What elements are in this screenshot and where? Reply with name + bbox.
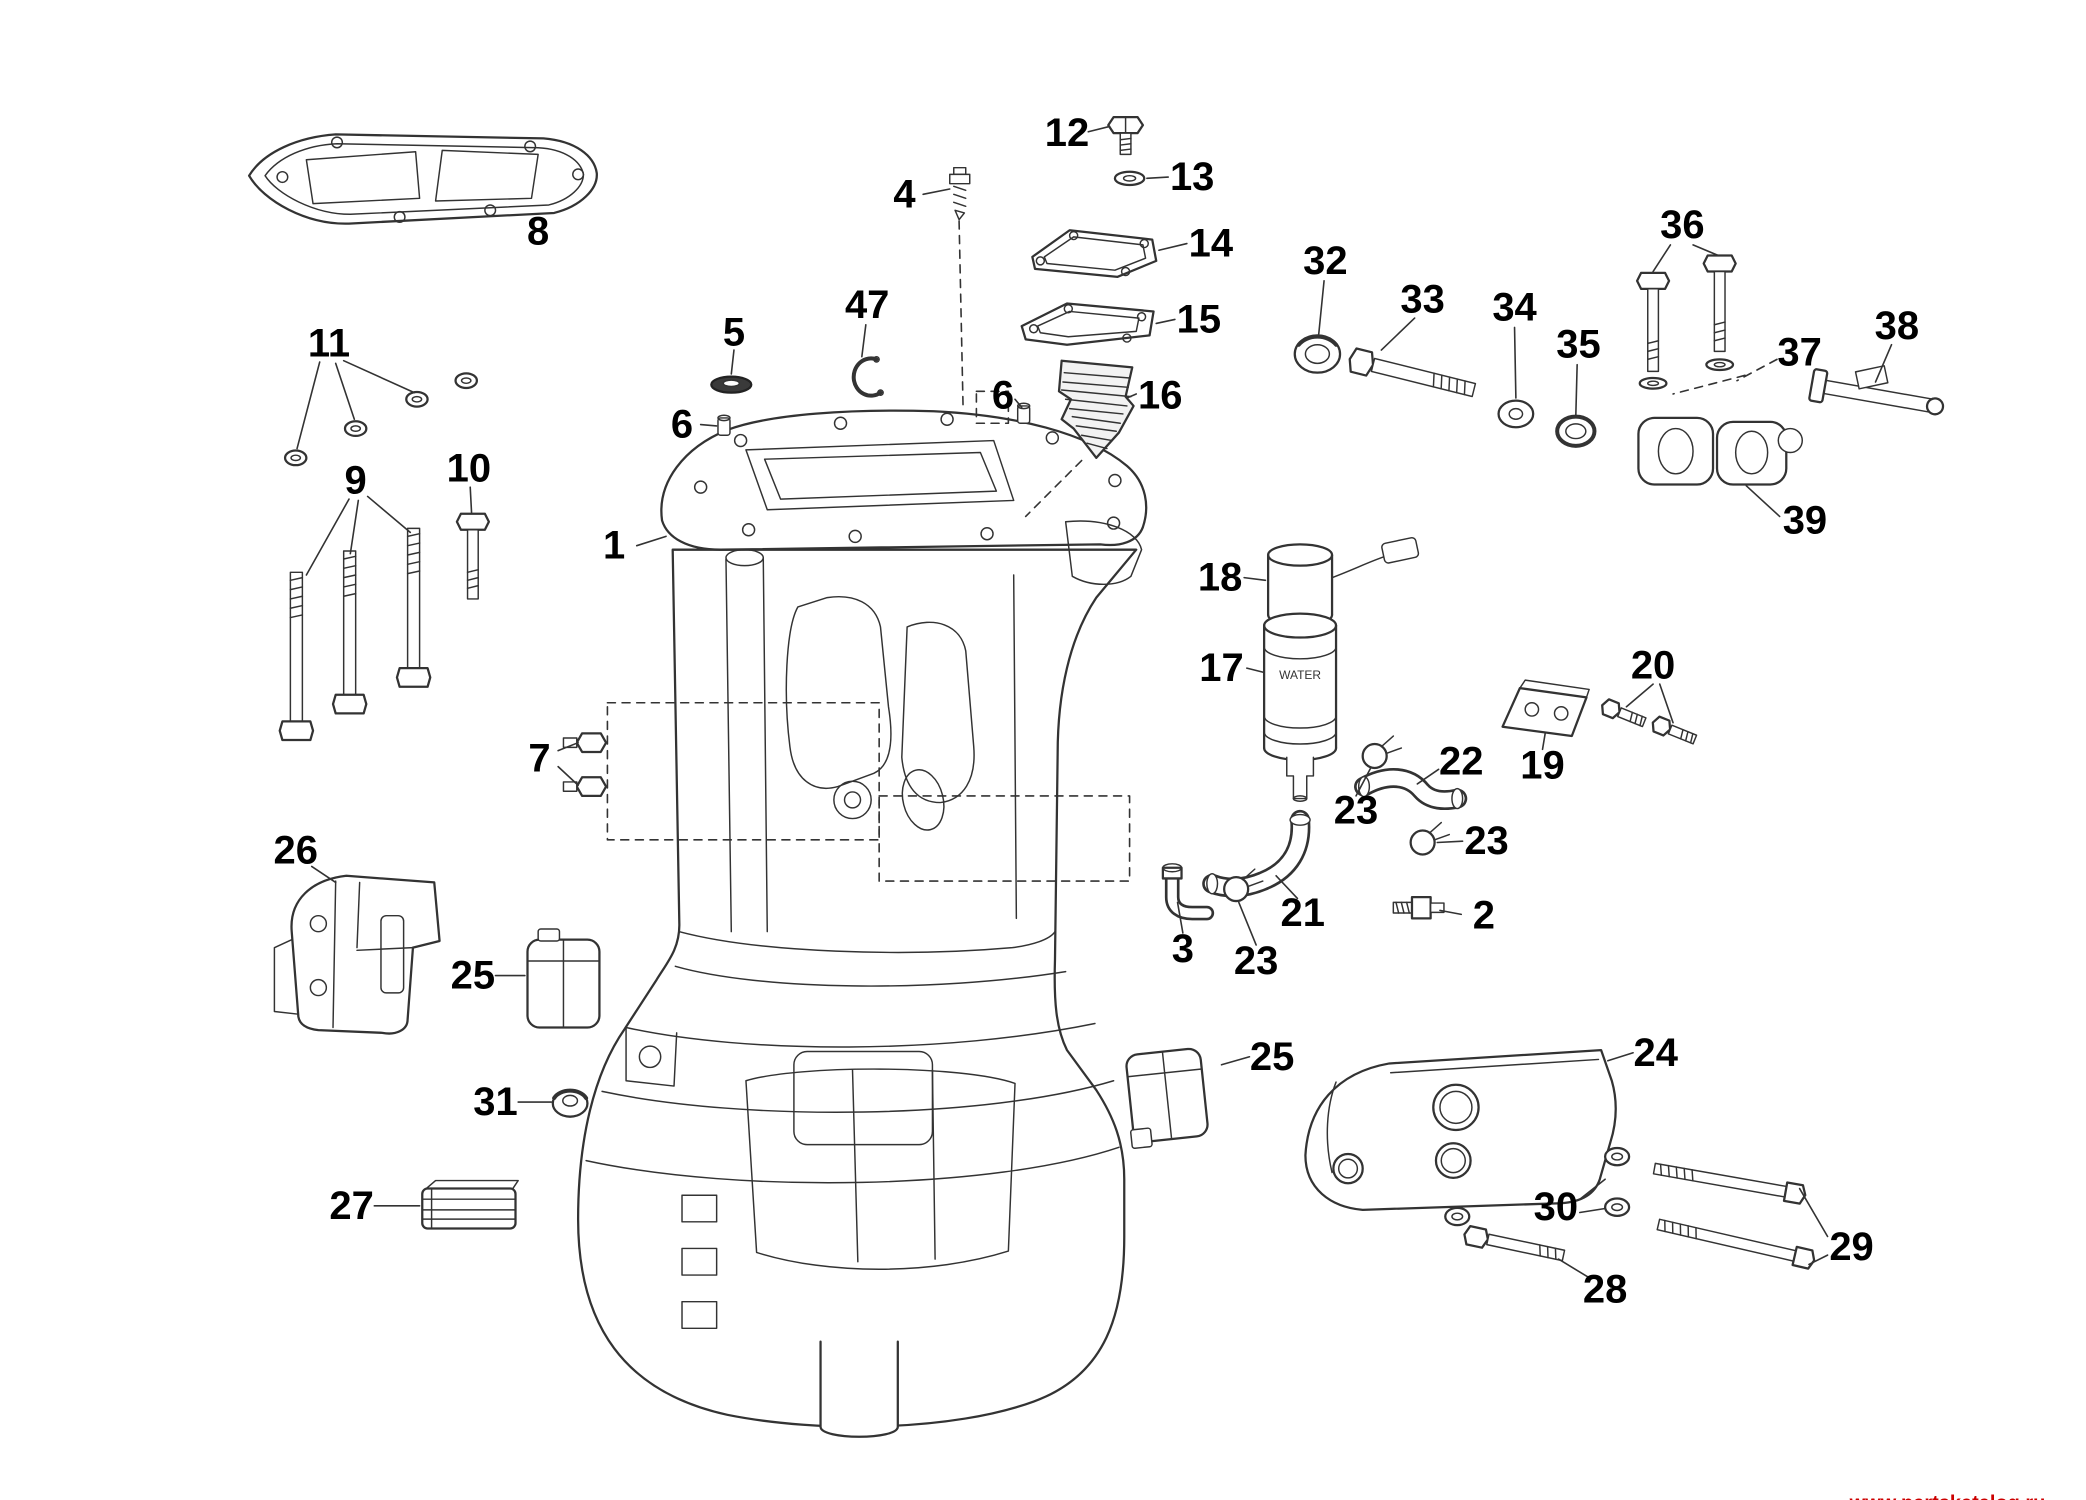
part-callout-2: 2 [1473,894,1495,938]
part-callout-32: 32 [1303,239,1347,283]
part-35-seal-ring [1555,414,1597,448]
part-26-bracket [273,874,441,1035]
part-6-plug-left [717,414,731,436]
part-4-fitting [949,166,971,221]
part-7-fittings [562,732,608,798]
part-callout-18: 18 [1198,556,1242,600]
part-12-bolt [1107,115,1145,156]
part-33-bolt [1348,347,1477,398]
part-callout-5: 5 [723,311,745,355]
water-sensor-label: WATER [1279,668,1321,682]
part-callout-25a: 25 [451,954,495,998]
part-callout-16: 16 [1138,373,1182,417]
part-34-washer [1497,399,1535,429]
part-15-gasket [1020,302,1155,346]
part-callout-37: 37 [1777,331,1821,375]
part-callout-30: 30 [1534,1185,1578,1229]
part-callout-47: 47 [845,283,889,327]
part-callout-34: 34 [1492,285,1536,329]
part-36-bolts [1635,254,1737,390]
part-31-grommet [551,1088,589,1118]
part-callout-15: 15 [1177,297,1221,341]
part-callout-36: 36 [1660,203,1704,247]
part-callout-39: 39 [1783,498,1827,542]
part-2-fitting [1392,895,1445,920]
part-callout-20: 20 [1631,643,1675,687]
part-47-retaining-clip [851,355,884,398]
part-5-washer [710,375,753,394]
part-callout-21: 21 [1281,891,1325,935]
part-10-bolt [455,512,490,600]
part-28-bolt [1463,1225,1566,1262]
part-27-block [421,1179,519,1230]
part-23-clamp-a [1361,735,1403,770]
part-32-bushing [1293,334,1342,374]
construction-lines [606,220,1778,882]
part-20-bolts [1601,698,1698,745]
part-callout-23b: 23 [1464,819,1508,863]
part-29-bolts [1652,1162,1816,1270]
part-8-exhaust-gasket [247,133,598,225]
part-38-link-rod [1808,365,1945,416]
part-callout-29: 29 [1829,1225,1873,1269]
part-11-washers [283,372,479,467]
part-callout-23a: 23 [1334,789,1378,833]
part-callout-27: 27 [329,1184,373,1228]
part-21-hose-elbow [1202,809,1311,898]
part-callout-3: 3 [1172,927,1194,971]
part-callout-9: 9 [345,458,367,502]
part-callout-25b: 25 [1250,1035,1294,1079]
part-callout-38: 38 [1875,304,1919,348]
part-14-plate [1031,229,1158,278]
part-3-elbow [1161,863,1215,921]
part-23-clamp-b [1409,821,1451,856]
part-callout-8: 8 [527,210,549,254]
part-callout-28: 28 [1583,1268,1627,1312]
part-callout-22: 22 [1439,739,1483,783]
part-25-block-left [526,928,601,1029]
part-callout-23c: 23 [1234,939,1278,983]
part-callout-35: 35 [1556,323,1600,367]
part-callout-19: 19 [1520,743,1564,787]
part-callout-11: 11 [308,321,350,365]
part-30-washers [1444,1146,1631,1227]
part-callout-6a: 6 [671,403,693,447]
part-callout-14: 14 [1189,222,1233,266]
part-callout-26: 26 [273,828,317,872]
part-callout-33: 33 [1400,277,1444,321]
part-callout-10: 10 [447,447,491,491]
part-17-water-sensor: WATER [1262,612,1338,802]
part-callout-4: 4 [893,172,915,216]
part-13-washer [1113,170,1146,187]
part-9-bolts [278,527,432,742]
part-23-clamp-c [1223,868,1264,903]
leader-lines [296,125,1893,1279]
part-callout-6b: 6 [992,373,1014,417]
part-24-cover [1304,1049,1617,1211]
part-callout-12: 12 [1045,111,1089,155]
part-callout-17: 17 [1199,646,1243,690]
part-callout-24: 24 [1634,1031,1678,1075]
part-callout-31: 31 [473,1080,517,1124]
part-callout-13: 13 [1170,155,1214,199]
part-1-driveshaft-housing [576,409,1148,1438]
part-callout-7: 7 [528,737,550,781]
diagram-art: WATER [247,115,1945,1438]
part-22-hose [1354,768,1468,811]
part-39-mount [1637,416,1804,486]
part-25-block-right [1125,1047,1209,1149]
part-19-bracket [1501,679,1590,738]
part-18-sender-top [1266,536,1420,627]
part-16-grommet [1057,359,1135,459]
part-6-plug-right [1016,402,1031,424]
watermark: www.partskatalog.ru [1849,1492,2046,1500]
part-callout-1: 1 [603,524,625,568]
